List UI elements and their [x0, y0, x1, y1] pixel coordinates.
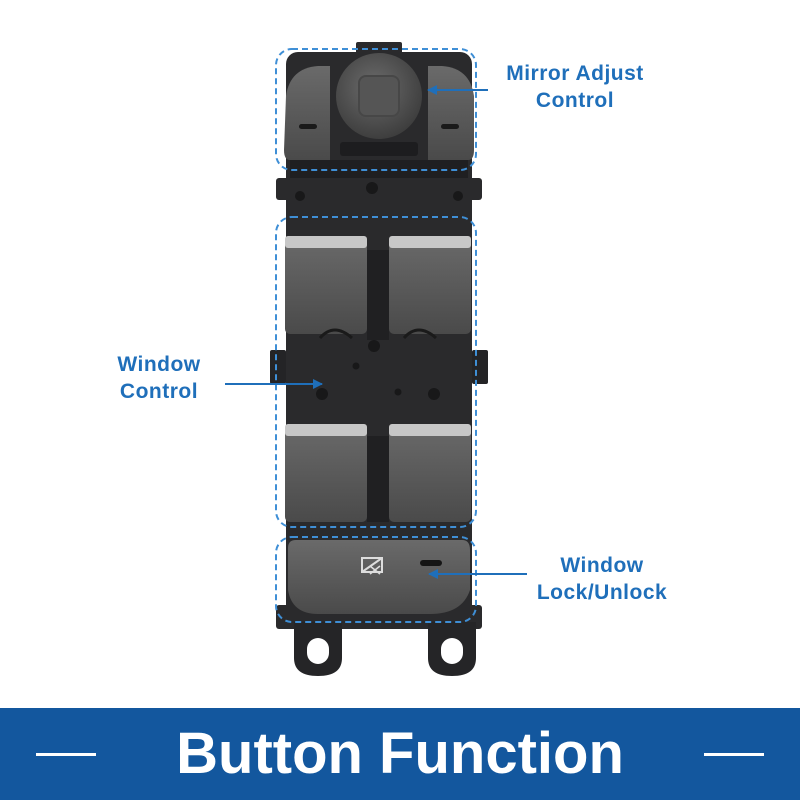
banner-rule-right: [704, 753, 764, 756]
window-lock-control: [288, 540, 470, 614]
mirror-select-left-button: [284, 66, 330, 160]
window-control-label: Window Control: [117, 353, 201, 403]
window-control: [285, 236, 471, 522]
title-banner: Button Function: [0, 708, 800, 800]
window-switch-front-right: [389, 236, 471, 340]
mirror-joystick-face: [358, 75, 400, 117]
window-switch-rear-left: [285, 424, 367, 522]
mounting-tab-left: [294, 622, 342, 676]
banner-title: Button Function: [176, 721, 624, 786]
window-switch-front-left: [285, 236, 367, 340]
lock-control-highlight: [275, 536, 477, 623]
mirror-left-indicator: [299, 124, 317, 129]
window-lock-button: [288, 540, 470, 614]
mirror-adjust-control: [284, 53, 474, 160]
window-control-highlight: [275, 216, 477, 528]
mirror-adjust-label: Mirror Adjust Control: [506, 62, 644, 112]
banner-rule-left: [36, 753, 96, 756]
window-lock-label: Window Lock/Unlock: [536, 554, 668, 604]
mirror-select-right-button: [428, 66, 474, 160]
mirror-right-indicator: [441, 124, 459, 129]
window-switch-rear-right: [389, 424, 471, 522]
mirror-control-highlight: [275, 48, 477, 171]
lock-indicator: [420, 560, 442, 566]
window-lock-icon: [361, 557, 383, 575]
mounting-tab-right: [428, 622, 476, 676]
window-switch-diagram: [225, 42, 527, 676]
